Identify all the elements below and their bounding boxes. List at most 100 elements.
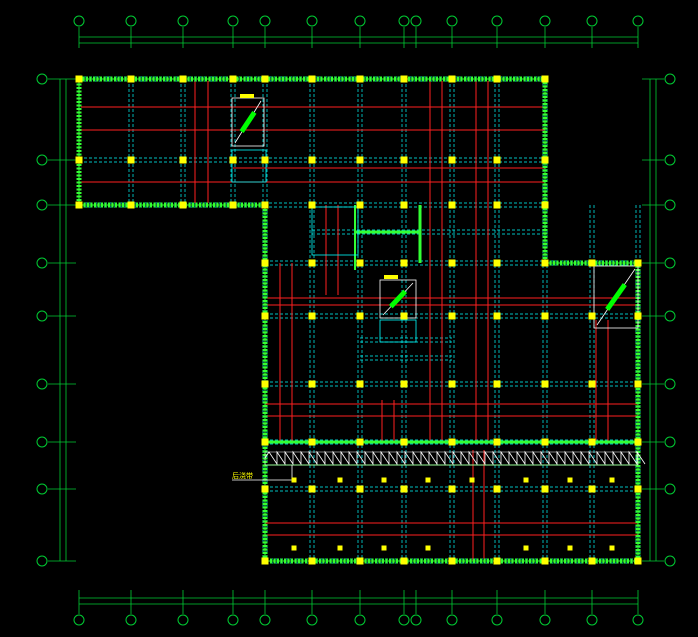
column	[493, 312, 501, 320]
column	[448, 259, 456, 267]
column	[261, 75, 269, 83]
column	[448, 485, 456, 493]
stair-box	[379, 279, 417, 319]
axis-bubble-top	[632, 15, 644, 27]
column	[356, 156, 364, 164]
column	[541, 438, 549, 446]
axis-bubble-bottom	[259, 614, 271, 626]
axis-bubble-bottom	[306, 614, 318, 626]
column	[493, 438, 501, 446]
axis-bubble-bottom	[539, 614, 551, 626]
column	[261, 259, 269, 267]
column	[588, 438, 596, 446]
column	[588, 380, 596, 388]
column	[634, 438, 642, 446]
column	[308, 485, 316, 493]
column	[541, 75, 549, 83]
pile-cap	[469, 477, 475, 483]
column	[634, 485, 642, 493]
axis-bubble-bottom	[398, 614, 410, 626]
pile-cap	[337, 545, 343, 551]
stair-landing-marker	[240, 94, 254, 98]
axis-bubble-top	[446, 15, 458, 27]
column	[308, 75, 316, 83]
column	[261, 156, 269, 164]
column	[400, 259, 408, 267]
axis-bubble-right	[664, 483, 676, 495]
column	[448, 380, 456, 388]
column	[179, 156, 187, 164]
axis-bubble-top	[177, 15, 189, 27]
axis-bubble-left	[36, 199, 48, 211]
column	[75, 201, 83, 209]
column	[127, 201, 135, 209]
column	[261, 557, 269, 565]
pile-cap	[609, 545, 615, 551]
post-pour-strip-border	[264, 451, 639, 466]
stair-marker	[605, 283, 627, 311]
column	[400, 156, 408, 164]
column	[400, 201, 408, 209]
column	[308, 380, 316, 388]
column	[261, 201, 269, 209]
axis-bubble-left	[36, 73, 48, 85]
pile-cap	[425, 477, 431, 483]
axis-bubble-top	[354, 15, 366, 27]
column	[179, 75, 187, 83]
column	[493, 485, 501, 493]
column	[356, 201, 364, 209]
column	[400, 380, 408, 388]
pile-cap	[291, 477, 297, 483]
column	[356, 259, 364, 267]
column	[75, 156, 83, 164]
column	[588, 485, 596, 493]
axis-bubble-right	[664, 73, 676, 85]
column	[127, 156, 135, 164]
axis-bubble-right	[664, 378, 676, 390]
axis-bubble-left	[36, 310, 48, 322]
axis-bubble-top	[73, 15, 85, 27]
axis-bubble-right	[664, 310, 676, 322]
pile-cap	[381, 545, 387, 551]
column	[308, 312, 316, 320]
column	[261, 380, 269, 388]
column	[356, 557, 364, 565]
column	[356, 438, 364, 446]
column	[229, 75, 237, 83]
rebar-lines	[81, 81, 638, 561]
column	[308, 557, 316, 565]
axis-bubble-top	[306, 15, 318, 27]
column	[448, 75, 456, 83]
axis-bubble-top	[398, 15, 410, 27]
column	[400, 557, 408, 565]
column	[448, 438, 456, 446]
stair-marker	[388, 289, 408, 309]
pile-cap	[567, 545, 573, 551]
axis-bubble-top	[539, 15, 551, 27]
axis-bubble-bottom	[125, 614, 137, 626]
axis-bubble-left	[36, 555, 48, 567]
stair-landing-marker	[384, 275, 398, 279]
column	[308, 438, 316, 446]
axis-bubble-bottom	[586, 614, 598, 626]
pile-cap	[425, 545, 431, 551]
column	[356, 380, 364, 388]
column	[127, 75, 135, 83]
axis-bubble-right	[664, 436, 676, 448]
column	[400, 485, 408, 493]
column	[448, 557, 456, 565]
axis-bubble-bottom	[410, 614, 422, 626]
column	[588, 312, 596, 320]
column	[493, 380, 501, 388]
pile-cap	[291, 545, 297, 551]
column	[308, 259, 316, 267]
axis-bubble-right	[664, 555, 676, 567]
columns	[75, 75, 642, 565]
pile-cap	[381, 477, 387, 483]
axis-bubble-right	[664, 154, 676, 166]
column	[448, 312, 456, 320]
shaft-box	[379, 319, 417, 343]
axis-bubble-bottom	[227, 614, 239, 626]
axis-bubble-bottom	[446, 614, 458, 626]
axis-bubble-top	[491, 15, 503, 27]
